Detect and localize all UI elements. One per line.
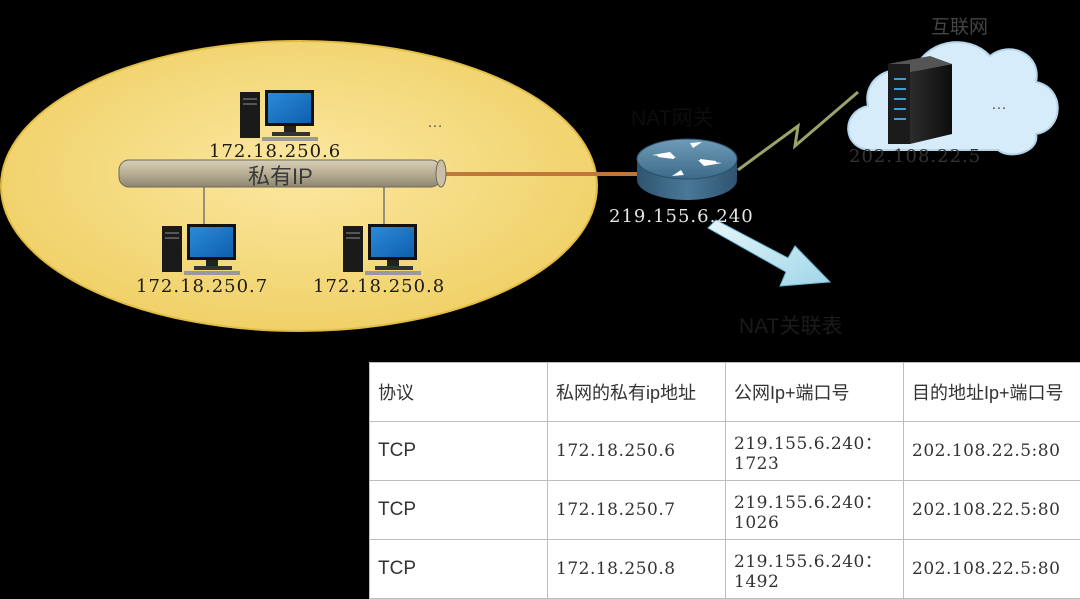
server-ip-label: 202.108.22.5 — [849, 146, 981, 167]
public-ip-port-cell: 219.155.6.240：1492 — [726, 540, 904, 599]
protocol-cell: TCP — [370, 422, 548, 481]
internet-label: 互联网 — [931, 12, 988, 39]
dest-ip-port-cell: 202.108.22.5:80 — [904, 422, 1080, 481]
computer-icon — [240, 90, 318, 141]
column-header: 公网Ip+端口号 — [726, 363, 904, 422]
host-ip-label: 172.18.250.7 — [136, 276, 268, 297]
gateway-label: NAT网关 — [631, 102, 713, 132]
table-row: TCP 172.18.250.8 219.155.6.240：1492 202.… — [370, 540, 1080, 599]
nat-table: 协议 私网的私有ip地址 公网Ip+端口号 目的地址Ip+端口号 TCP 172… — [369, 362, 1080, 599]
private-ip-cell: 172.18.250.7 — [548, 481, 726, 540]
host-ip-label: 172.18.250.8 — [313, 276, 445, 297]
table-row: TCP 172.18.250.7 219.155.6.240：1026 202.… — [370, 481, 1080, 540]
private-ip-cell: 172.18.250.6 — [548, 422, 726, 481]
column-header: 协议 — [370, 363, 548, 422]
gateway-ip-label: 219.155.6.240 — [609, 206, 754, 227]
server-icon — [888, 56, 952, 144]
cloud-icon — [848, 42, 1058, 154]
arrow-icon — [708, 220, 830, 286]
hosts-ellipsis: … — [427, 114, 443, 132]
public-ip-port-cell: 219.155.6.240：1723 — [726, 422, 904, 481]
protocol-cell: TCP — [370, 540, 548, 599]
nat-table-title: NAT关联表 — [739, 310, 842, 340]
dest-ip-port-cell: 202.108.22.5:80 — [904, 540, 1080, 599]
column-header: 私网的私有ip地址 — [548, 363, 726, 422]
computer-icon — [343, 224, 421, 275]
cloud-ellipsis: … — [991, 96, 1007, 114]
private-ip-cell: 172.18.250.8 — [548, 540, 726, 599]
dest-ip-port-cell: 202.108.22.5:80 — [904, 481, 1080, 540]
router-icon — [637, 139, 737, 200]
wan-link — [738, 92, 858, 170]
table-row: TCP 172.18.250.6 219.155.6.240：1723 202.… — [370, 422, 1080, 481]
column-header: 目的地址Ip+端口号 — [904, 363, 1080, 422]
table-header-row: 协议 私网的私有ip地址 公网Ip+端口号 目的地址Ip+端口号 — [370, 363, 1080, 422]
private-ip-label: 私有IP — [248, 159, 313, 191]
computer-icon — [162, 224, 240, 275]
public-ip-port-cell: 219.155.6.240：1026 — [726, 481, 904, 540]
protocol-cell: TCP — [370, 481, 548, 540]
